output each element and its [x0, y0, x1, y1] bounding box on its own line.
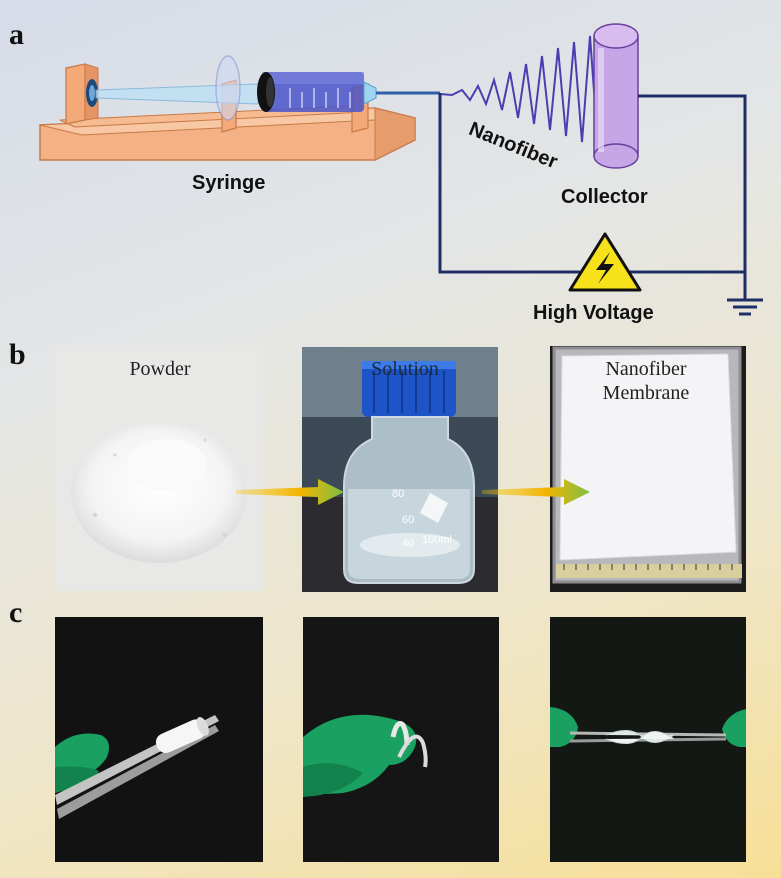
rolled-membrane-photo [55, 617, 263, 862]
nanofiber-jet [439, 35, 599, 147]
membrane-caption-line2: Membrane [602, 382, 690, 404]
membrane-photo [550, 346, 746, 592]
solution-caption: Solution [371, 358, 439, 380]
syringe-pump-base [39, 63, 416, 161]
circuit-wire [438, 93, 747, 300]
powder-photo [55, 345, 263, 591]
solution-photo: 80 60 40 100ml [302, 347, 498, 592]
panel-label-c: c [9, 596, 23, 629]
high-voltage-warning-icon [568, 232, 642, 292]
bottle-volume-mark: 100ml [422, 534, 452, 546]
membrane-illustration [550, 346, 746, 592]
electrospinning-schematic [39, 23, 763, 316]
bottle-mark-60: 60 [402, 514, 414, 526]
collector-label: Collector [561, 186, 648, 208]
membrane-caption-line1: Nanofiber [605, 358, 687, 380]
membrane-caption: Nanofiber Membrane [586, 357, 706, 405]
bent-membrane-photo [303, 617, 499, 862]
tweezers-rolled-illustration [55, 617, 263, 862]
ground-icon [727, 298, 763, 316]
high-voltage-label: High Voltage [533, 302, 654, 324]
powder-caption: Powder [129, 358, 191, 380]
bottle-illustration: 80 60 40 100ml [302, 347, 498, 592]
syringe-label: Syringe [192, 172, 266, 194]
process-arrow-2 [482, 479, 590, 505]
glove-bent-illustration [303, 617, 499, 862]
twisted-membrane-photo [550, 617, 746, 862]
collector-cylinder [593, 23, 639, 169]
twisted-illustration [550, 617, 746, 862]
syringe-barrel [257, 72, 440, 112]
panel-label-a: a [9, 18, 24, 51]
syringe-plunger [86, 55, 259, 121]
powder-pile-illustration [55, 345, 263, 591]
bottle-mark-40: 40 [402, 538, 414, 550]
bottle-mark-80: 80 [392, 488, 404, 500]
panel-label-b: b [9, 338, 26, 371]
process-arrow-1 [236, 479, 344, 505]
